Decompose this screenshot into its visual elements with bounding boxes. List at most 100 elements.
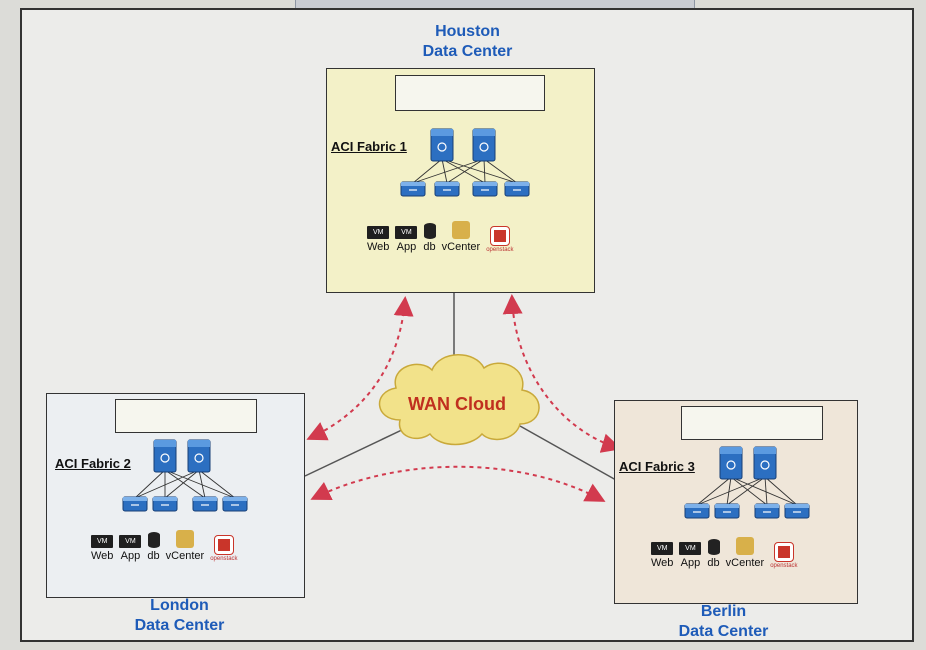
leaf-switch-icon xyxy=(222,496,248,512)
dashed-arrow-houston-berlin xyxy=(502,294,622,453)
fabric-link xyxy=(764,476,798,506)
fabric-link xyxy=(730,476,768,506)
houston-title: Houston Data Center xyxy=(400,22,535,62)
openstack: openstack xyxy=(486,226,514,253)
fabric-link xyxy=(726,476,732,506)
openstack-icon xyxy=(213,535,234,555)
berlin-name: Berlin xyxy=(700,603,747,620)
link-london-cloud xyxy=(304,427,407,477)
openstack-icon xyxy=(489,226,510,246)
fabric-link xyxy=(134,469,166,499)
houston-fabric-label: ACI Fabric 1 xyxy=(331,139,407,154)
leaf-switch-icon xyxy=(152,496,178,512)
spine-switch-icon xyxy=(153,439,177,473)
fabric-link xyxy=(441,158,486,184)
spine-switch-icon xyxy=(753,446,777,480)
leaf-switch-icon xyxy=(192,496,218,512)
database: db xyxy=(707,539,720,569)
vcenter-icon xyxy=(175,530,194,548)
database-icon xyxy=(423,223,436,239)
dashed-arrow-london-houston xyxy=(306,296,414,441)
london-name: London xyxy=(150,597,209,614)
berlin-fabric-label: ACI Fabric 3 xyxy=(619,459,695,474)
database: db xyxy=(147,532,160,562)
fabric-link xyxy=(446,158,485,184)
vm-icon: VM xyxy=(367,226,390,239)
fabric-link xyxy=(483,158,486,184)
vm-icon: VM xyxy=(119,535,142,548)
vm-icon: VM xyxy=(395,226,418,239)
vm-icon: VM xyxy=(651,542,674,555)
fabric-link xyxy=(726,476,766,506)
fabric-link xyxy=(164,469,206,499)
vcenter: vCenter xyxy=(166,530,204,562)
leaf-switch-icon xyxy=(784,503,810,519)
london-subtitle: Data Center xyxy=(134,617,225,634)
openstack-icon xyxy=(773,542,794,562)
leaf-switch-icon xyxy=(400,181,426,197)
fabric-link xyxy=(198,469,206,499)
vcenter-icon xyxy=(735,537,754,555)
fabric-link xyxy=(696,476,732,506)
fabric-link xyxy=(696,476,766,506)
vm-icon: VM xyxy=(91,535,114,548)
vm-icon: VM xyxy=(679,542,702,555)
houston-services-panel xyxy=(395,75,545,111)
dashed-arrow-london-berlin xyxy=(310,465,606,502)
berlin-title: Berlin Data Center xyxy=(656,602,791,642)
london-title: London Data Center xyxy=(112,596,247,636)
vcenter-icon xyxy=(451,221,470,239)
fabric-link xyxy=(412,158,443,184)
fabric-link xyxy=(198,469,236,499)
link-berlin-cloud xyxy=(519,425,617,481)
fabric-link xyxy=(441,158,448,184)
leaf-switch-icon xyxy=(434,181,460,197)
houston-name: Houston xyxy=(435,23,500,40)
london-services-panel xyxy=(115,399,257,433)
leaf-switch-icon xyxy=(472,181,498,197)
berlin-services-panel xyxy=(681,406,823,440)
fabric-link xyxy=(764,476,768,506)
leaf-switch-icon xyxy=(684,503,710,519)
spine-switch-icon xyxy=(430,128,454,162)
vcenter: vCenter xyxy=(442,221,480,253)
wan-cloud-label: WAN Cloud xyxy=(408,394,506,414)
london-fabric-label: ACI Fabric 2 xyxy=(55,456,131,471)
openstack: openstack xyxy=(210,535,238,562)
fabric-link xyxy=(412,158,485,184)
database-icon xyxy=(707,539,720,555)
spine-switch-icon xyxy=(187,439,211,473)
database-icon xyxy=(147,532,160,548)
fabric-link xyxy=(164,469,200,499)
houston-subtitle: Data Center xyxy=(422,43,513,60)
fabric-link xyxy=(134,469,200,499)
fabric-link xyxy=(730,476,798,506)
leaf-switch-icon xyxy=(504,181,530,197)
spine-switch-icon xyxy=(472,128,496,162)
leaf-switch-icon xyxy=(754,503,780,519)
database: db xyxy=(423,223,436,253)
fabric-link xyxy=(483,158,518,184)
openstack: openstack xyxy=(770,542,798,569)
fabric-link xyxy=(164,469,236,499)
vcenter: vCenter xyxy=(726,537,764,569)
berlin-subtitle: Data Center xyxy=(678,623,769,640)
leaf-switch-icon xyxy=(714,503,740,519)
fabric-link xyxy=(441,158,518,184)
leaf-switch-icon xyxy=(122,496,148,512)
spine-switch-icon xyxy=(719,446,743,480)
